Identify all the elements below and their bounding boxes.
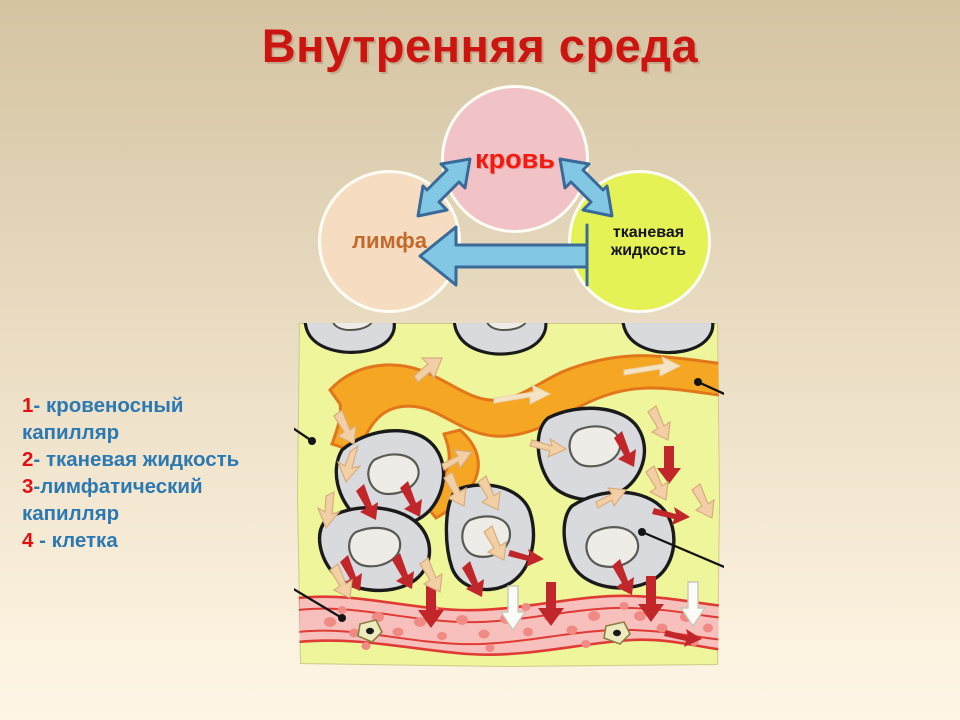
tissue-fluid-area <box>297 323 720 667</box>
legend-item-4: 4 - клетка <box>22 527 247 554</box>
legend-item-1-text: кровеносный капилляр <box>22 394 190 445</box>
white-blood-cell <box>603 621 631 645</box>
legend-item-1: 1- кровеносный капилляр <box>22 392 247 446</box>
internal-environment-diagram: лимфа тканевая жидкость кровь <box>310 85 720 315</box>
arrow-lymph-blood-icon <box>416 157 472 218</box>
legend-item-3-separator: - <box>33 475 41 499</box>
callout-2: 2 <box>294 427 316 445</box>
circle-tissue-fluid-line1: тканевая <box>612 223 685 241</box>
legend-item-3-number: 3 <box>22 475 34 499</box>
cell <box>621 323 715 355</box>
legend-item-4-separator: - <box>33 529 52 553</box>
cell <box>452 323 548 356</box>
cell <box>562 490 676 590</box>
legend-item-3-text: лимфатический капилляр <box>22 475 209 526</box>
legend-item-2-separator: - <box>33 448 46 472</box>
white-arrows <box>499 581 707 632</box>
white-blood-cell <box>357 619 383 643</box>
legend-item-1-number: 1 <box>22 394 34 417</box>
legend-item-2-text: тканевая жидкость <box>45 448 240 472</box>
legend-item-1-separator: - <box>33 394 46 417</box>
legend-item-4-text: клетка <box>51 529 118 553</box>
legend: 1- кровеносный капилляр 2- тканевая жидк… <box>22 392 247 554</box>
callout-4: 4 <box>638 528 724 569</box>
arrow-blood-tissue-icon <box>558 157 614 218</box>
cell <box>536 406 647 502</box>
circle-tissue-fluid-label: тканевая жидкость <box>593 224 686 260</box>
legend-item-4-number: 4 <box>22 529 34 553</box>
exchange-arrows <box>416 157 614 287</box>
circle-tissue-fluid-line2: жидкость <box>610 241 687 259</box>
cell <box>303 323 396 354</box>
circle-lymph-label: лимфа <box>352 228 427 254</box>
diffusion-arrows <box>316 357 715 599</box>
legend-item-2-number: 2 <box>22 448 34 472</box>
arrow-tissue-to-lymph-icon <box>418 223 589 287</box>
callout-3: 3 <box>694 378 724 396</box>
circle-blood-label: кровь <box>475 143 555 174</box>
circle-tissue-fluid[interactable]: тканевая жидкость <box>568 170 711 313</box>
tissue-cross-section-diagram: 1 2 3 4 <box>294 320 724 670</box>
page-title: Внутренняя среда <box>261 19 699 72</box>
legend-item-3: 3-лимфатический капилляр <box>22 473 247 527</box>
callout-1: 1 <box>294 587 346 622</box>
legend-item-2: 2- тканевая жидкость <box>22 446 247 473</box>
